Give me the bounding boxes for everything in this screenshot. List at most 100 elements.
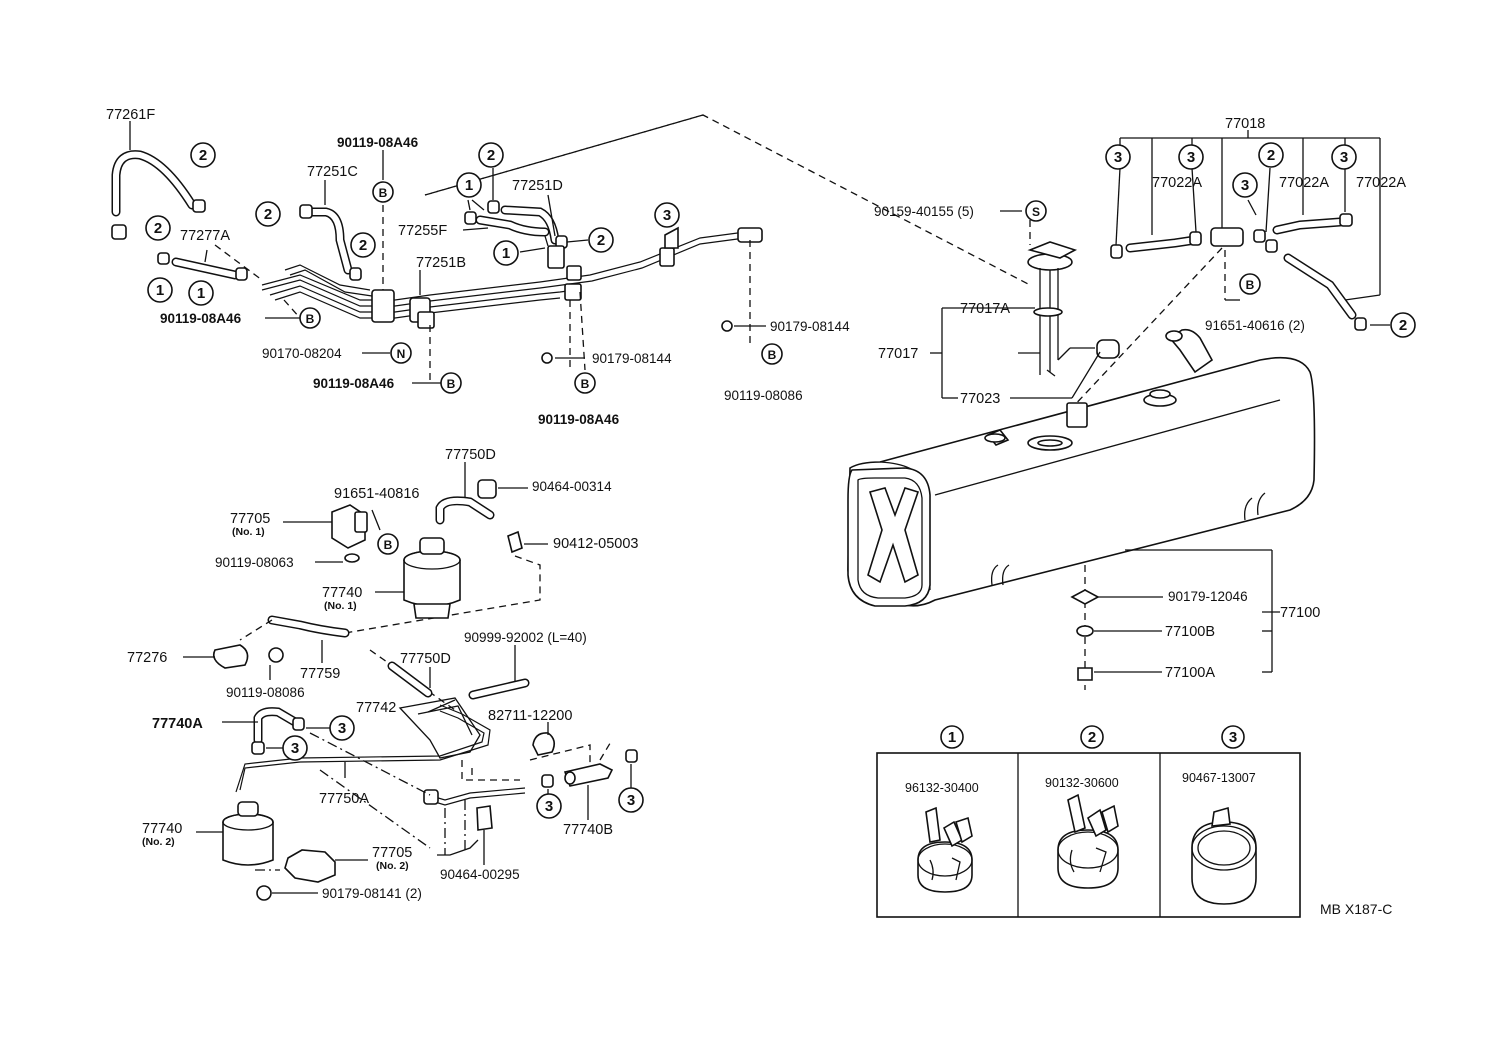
label-90179-08141: 90179-08141 (2) xyxy=(322,886,422,901)
callout-B-e: B xyxy=(761,343,783,365)
fuel-sender-assembly xyxy=(930,130,1390,411)
svg-text:1: 1 xyxy=(465,177,473,194)
svg-text:2: 2 xyxy=(487,147,495,164)
svg-text:3: 3 xyxy=(1114,149,1122,166)
label-77251C: 77251C xyxy=(307,164,358,180)
label-90170-08204: 90170-08204 xyxy=(262,346,342,361)
charcoal-canister-no1-group xyxy=(183,462,548,680)
label-77705-no1: 77705 xyxy=(230,511,270,527)
callout-B-a: B xyxy=(372,181,394,203)
legend-part-96132-30400: 96132-30400 xyxy=(905,781,979,795)
label-90179-08144-a: 90179-08144 xyxy=(592,351,672,366)
callout-2-f: 2 xyxy=(588,227,614,253)
label-77251B: 77251B xyxy=(416,255,466,271)
label-77705-no2: 77705 xyxy=(372,845,412,861)
label-77022A-b: 77022A xyxy=(1279,175,1329,191)
svg-text:1: 1 xyxy=(197,285,205,302)
legend-part-90132-30600: 90132-30600 xyxy=(1045,776,1119,790)
svg-text:3: 3 xyxy=(338,720,346,737)
label-90179-12046: 90179-12046 xyxy=(1168,589,1248,604)
label-77022A-c: 77022A xyxy=(1356,175,1406,191)
clamp-type-2-icon xyxy=(1057,793,1119,889)
label-77740A: 77740A xyxy=(152,716,203,732)
callout-B-c: B xyxy=(440,372,462,394)
canister-no2-labels: 90999-92002 (L=40) 77750D 77742 82711-12… xyxy=(142,630,613,901)
svg-text:2: 2 xyxy=(264,206,272,223)
legend-header-2: 2 xyxy=(1080,725,1104,749)
callout-B-d: B xyxy=(574,372,596,394)
label-77018: 77018 xyxy=(1225,116,1265,132)
svg-text:3: 3 xyxy=(1187,149,1195,166)
svg-text:2: 2 xyxy=(154,220,162,237)
svg-text:B: B xyxy=(384,538,393,552)
label-77100B: 77100B xyxy=(1165,624,1215,640)
callout-B-b: B xyxy=(299,307,321,329)
callout-2-b: 2 xyxy=(145,215,171,241)
fuel-sender-labels: 90159-40155 (5) 77017A 77017 77023 77018… xyxy=(874,116,1406,407)
clamp-legend: 1 2 3 96132-30400 90132-30600 90467-1300… xyxy=(876,725,1301,918)
callout-1-b: 1 xyxy=(188,280,214,306)
label-77750A: 77750A xyxy=(319,791,369,807)
callout-B-f: B xyxy=(1239,273,1261,295)
label-90119-08A46-b: 90119-08A46 xyxy=(313,376,395,391)
callout-2-c: 2 xyxy=(255,201,281,227)
callout-3-h: 3 xyxy=(536,793,562,819)
callout-3-f: 3 xyxy=(329,715,355,741)
callout-3-i: 3 xyxy=(618,787,644,813)
label-91651-40616: 91651-40616 (2) xyxy=(1205,318,1305,333)
label-77251D: 77251D xyxy=(512,178,563,194)
label-90464-00314: 90464-00314 xyxy=(532,479,612,494)
callout-3-d: 3 xyxy=(1232,172,1258,198)
svg-text:2: 2 xyxy=(359,237,367,254)
clamp-type-1-icon xyxy=(917,806,973,893)
svg-text:3: 3 xyxy=(1229,729,1237,746)
svg-text:2: 2 xyxy=(1267,147,1275,164)
callout-S: S xyxy=(1025,200,1047,222)
callout-1-d: 1 xyxy=(493,240,519,266)
canister-no1-labels: 77750D 90464-00314 91651-40816 77705 (No… xyxy=(127,447,638,700)
label-77740B: 77740B xyxy=(563,822,613,838)
label-77022A-a: 77022A xyxy=(1152,175,1202,191)
svg-text:B: B xyxy=(1246,278,1255,292)
svg-text:3: 3 xyxy=(545,798,553,815)
callout-2-a: 2 xyxy=(190,142,216,168)
svg-text:2: 2 xyxy=(199,147,207,164)
svg-text:S: S xyxy=(1032,205,1040,219)
label-90179-08144-b: 90179-08144 xyxy=(770,319,850,334)
callout-N: N xyxy=(390,342,412,364)
callout-2-d: 2 xyxy=(350,232,376,258)
label-90119-08A46-a: 90119-08A46 xyxy=(160,311,242,326)
label-77740-no1-sub: (No. 1) xyxy=(324,600,357,612)
label-90119-08A46-top: 90119-08A46 xyxy=(337,135,419,150)
label-77277A: 77277A xyxy=(180,228,230,244)
svg-text:1: 1 xyxy=(502,245,510,262)
legend-part-90467-13007: 90467-13007 xyxy=(1182,771,1256,785)
label-77742: 77742 xyxy=(356,700,396,716)
label-90159-40155: 90159-40155 (5) xyxy=(874,204,974,219)
label-77017: 77017 xyxy=(878,346,918,362)
label-90464-00295: 90464-00295 xyxy=(440,867,520,882)
label-77705-no1-sub: (No. 1) xyxy=(232,526,265,538)
callout-B-g: B xyxy=(377,533,399,555)
callout-1-c: 1 xyxy=(456,172,482,198)
svg-text:2: 2 xyxy=(1088,729,1096,746)
diagram-reference-code: MB X187-C xyxy=(1320,901,1392,917)
label-77740-no2-sub: (No. 2) xyxy=(142,836,175,848)
svg-text:B: B xyxy=(447,377,456,391)
label-77017A: 77017A xyxy=(960,301,1010,317)
label-77261F: 77261F xyxy=(106,107,155,123)
label-77750D-top: 77750D xyxy=(445,447,496,463)
label-90119-08086-a: 90119-08086 xyxy=(724,388,803,403)
fuel-line-labels: 77261F 90119-08A46 77251C 77251D 77255F … xyxy=(106,107,850,427)
callout-3-b: 3 xyxy=(1105,144,1131,170)
svg-text:1: 1 xyxy=(156,282,164,299)
callout-3-c: 3 xyxy=(1178,144,1204,170)
svg-text:1: 1 xyxy=(948,729,956,746)
label-90412-05003: 90412-05003 xyxy=(553,536,638,552)
fuel-tank xyxy=(847,328,1316,607)
svg-text:3: 3 xyxy=(627,792,635,809)
callout-markers: 2 2 2 2 2 2 2 2 1 1 1 1 3 3 3 3 3 3 3 3 … xyxy=(145,142,1416,819)
callout-2-e: 2 xyxy=(478,142,504,168)
fuel-line-assembly xyxy=(111,114,1031,384)
